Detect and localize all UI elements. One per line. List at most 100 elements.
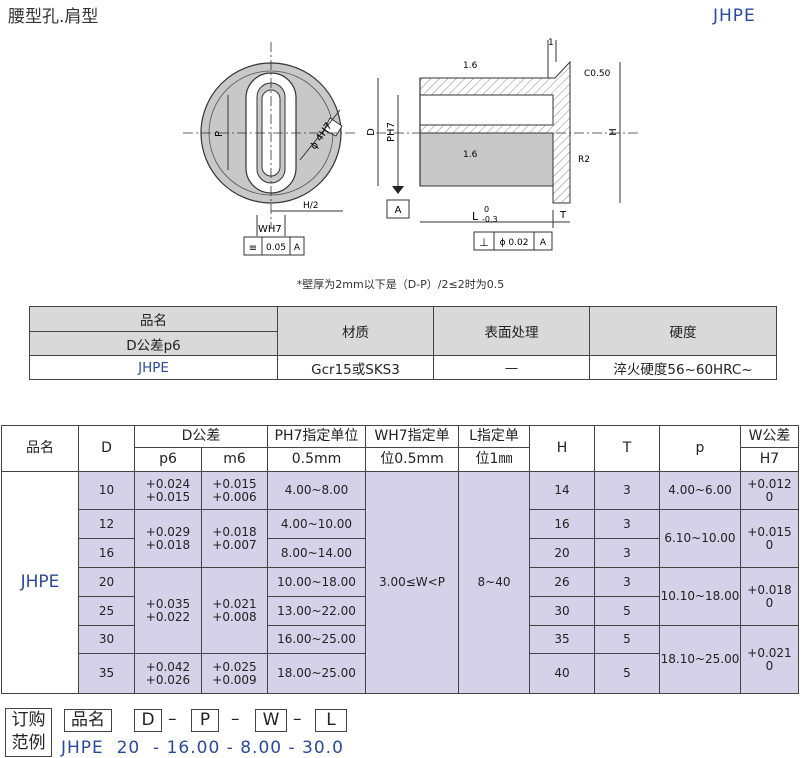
header-p: p <box>659 425 741 472</box>
cell-h: 30 <box>529 596 595 626</box>
table-row: 16 8.00~14.00 20 3 <box>2 538 799 568</box>
header-part: 品名 <box>1 425 79 472</box>
page-title: 腰型孔.肩型 <box>8 7 99 27</box>
label-r2: R2 <box>578 155 590 165</box>
header-wh7: WH7指定单 <box>365 425 459 448</box>
cell-h: 26 <box>529 567 595 597</box>
cell-p: 18.10~25.00 <box>659 625 741 694</box>
header-surface: 表面处理 <box>433 306 590 356</box>
perp-datum: A <box>540 238 547 248</box>
cell-ph7: 18.00~25.00 <box>267 653 366 694</box>
header-ph7-unit: 0.5mm <box>267 447 366 472</box>
cell-w-range: 3.00≤W<P <box>365 471 459 694</box>
label-chamfer: C0.50 <box>584 69 611 79</box>
cell-t: 5 <box>594 653 660 694</box>
header-d-tolerance: D公差 <box>134 425 268 448</box>
label-wh7: WH7 <box>258 224 282 235</box>
cell-ph7: 16.00~25.00 <box>267 625 366 654</box>
label-rough1: 1.6 <box>463 61 478 71</box>
svg-text:⊥: ⊥ <box>479 236 489 249</box>
side-view: ⊥ D PH7 H 1.6 1.6 C0.50 1 R2 L 0 -0.3 T … <box>366 38 640 251</box>
cell-ph7: 8.00~14.00 <box>267 538 366 568</box>
header-p6: p6 <box>134 447 202 472</box>
order-box-part: 品名 <box>64 709 112 732</box>
table-row: JHPE 10 +0.024+0.015 +0.015+0.006 4.00~8… <box>1 471 799 694</box>
header-h: H <box>529 425 595 472</box>
header-m6: m6 <box>201 447 268 472</box>
order-box-w: W <box>255 709 287 732</box>
cell-p6: +0.024+0.015 <box>134 471 202 510</box>
cell-h: 14 <box>529 471 595 510</box>
header-l: L指定单 <box>458 425 530 448</box>
perp-value: ϕ 0.02 <box>500 238 529 248</box>
svg-text:≡: ≡ <box>249 243 257 254</box>
wall-thickness-note: *壁厚为2mm以下是（D-P）/2≤2时为0.5 <box>296 278 505 291</box>
cell-p6: +0.029+0.018 <box>134 509 202 568</box>
table-row: 25 13.00~22.00 30 5 <box>2 596 799 626</box>
cell-ph7: 4.00~8.00 <box>267 471 366 510</box>
cell-part: JHPE <box>29 355 278 380</box>
table-row: 12 +0.029+0.018 +0.018+0.007 4.00~10.00 … <box>2 509 799 568</box>
header-wh7-unit: 位0.5mm <box>365 447 459 472</box>
cell-t: 5 <box>594 625 660 654</box>
order-example-values: JHPE 20 - 16.00 - 8.00 - 30.0 <box>61 738 344 758</box>
label-t-top: 1 <box>548 38 554 48</box>
cell-p: 10.10~18.00 <box>659 567 741 626</box>
datum-box: A <box>395 205 402 216</box>
header-w-tolerance: W公差 <box>740 425 799 448</box>
cell-m6: +0.018+0.007 <box>201 509 268 568</box>
header-part: 品名 <box>29 306 278 332</box>
product-code: JHPE <box>713 6 756 26</box>
cell-surface: — <box>433 355 590 380</box>
cell-d: 25 <box>78 596 135 626</box>
header-ph7: PH7指定单位 <box>267 425 366 448</box>
cell-p6: +0.035+0.022 <box>134 567 202 654</box>
label-l: L <box>472 210 479 223</box>
order-dash: – <box>293 709 302 729</box>
material-table: 品名 材质 表面处理 硬度 D公差p6 JHPE Gcr15或SKS3 — 淬火… <box>29 306 777 380</box>
cell-t: 5 <box>594 596 660 626</box>
cell-d: 35 <box>78 653 135 694</box>
cell-h: 40 <box>529 653 595 694</box>
cell-l-range: 8~40 <box>458 471 530 694</box>
cell-t: 3 <box>594 567 660 597</box>
order-example-label: 订购范例 <box>5 708 52 757</box>
cell-d: 30 <box>78 625 135 654</box>
cell-d: 20 <box>78 567 135 597</box>
cell-p: 6.10~10.00 <box>659 509 741 568</box>
cell-p6: +0.042+0.026 <box>134 653 202 694</box>
label-l-up: 0 <box>484 205 489 214</box>
cell-p: 4.00~6.00 <box>659 471 741 510</box>
cell-h: 20 <box>529 538 595 568</box>
label-h: H <box>608 128 619 136</box>
label-l-low: -0.3 <box>482 215 498 224</box>
header-d: D <box>78 425 135 472</box>
label-h2: H/2 <box>303 201 319 211</box>
cell-d: 16 <box>78 538 135 568</box>
technical-drawing: ≡ P ϕ 4H7 H/2 WH7 0.05 A ⊥ D PH7 H 1.6 1… <box>183 38 640 256</box>
spec-table: 品名 D D公差 PH7指定单位 WH7指定单 L指定单 H T p W公差 p… <box>1 425 799 694</box>
cell-material: Gcr15或SKS3 <box>277 355 434 380</box>
cell-m6: +0.025+0.009 <box>201 653 268 694</box>
order-box-l: L <box>315 709 347 732</box>
table-row: 20 +0.035+0.022 +0.021+0.008 10.00~18.00… <box>2 567 799 654</box>
header-l-unit: 位1㎜ <box>458 447 530 472</box>
order-box-d: D <box>134 709 162 732</box>
label-rough2: 1.6 <box>463 150 478 160</box>
cell-t: 3 <box>594 538 660 568</box>
header-wh7-grade: H7 <box>740 447 799 472</box>
cell-t: 3 <box>594 509 660 539</box>
cell-ph7: 10.00~18.00 <box>267 567 366 597</box>
label-p: P <box>214 131 225 137</box>
cell-d: 12 <box>78 509 135 539</box>
front-view: ≡ P ϕ 4H7 H/2 WH7 0.05 A <box>183 42 358 256</box>
order-dash: – <box>168 709 177 729</box>
label-t: T <box>559 210 567 221</box>
cell-h: 35 <box>529 625 595 654</box>
cell-m6: +0.021+0.008 <box>201 567 268 654</box>
